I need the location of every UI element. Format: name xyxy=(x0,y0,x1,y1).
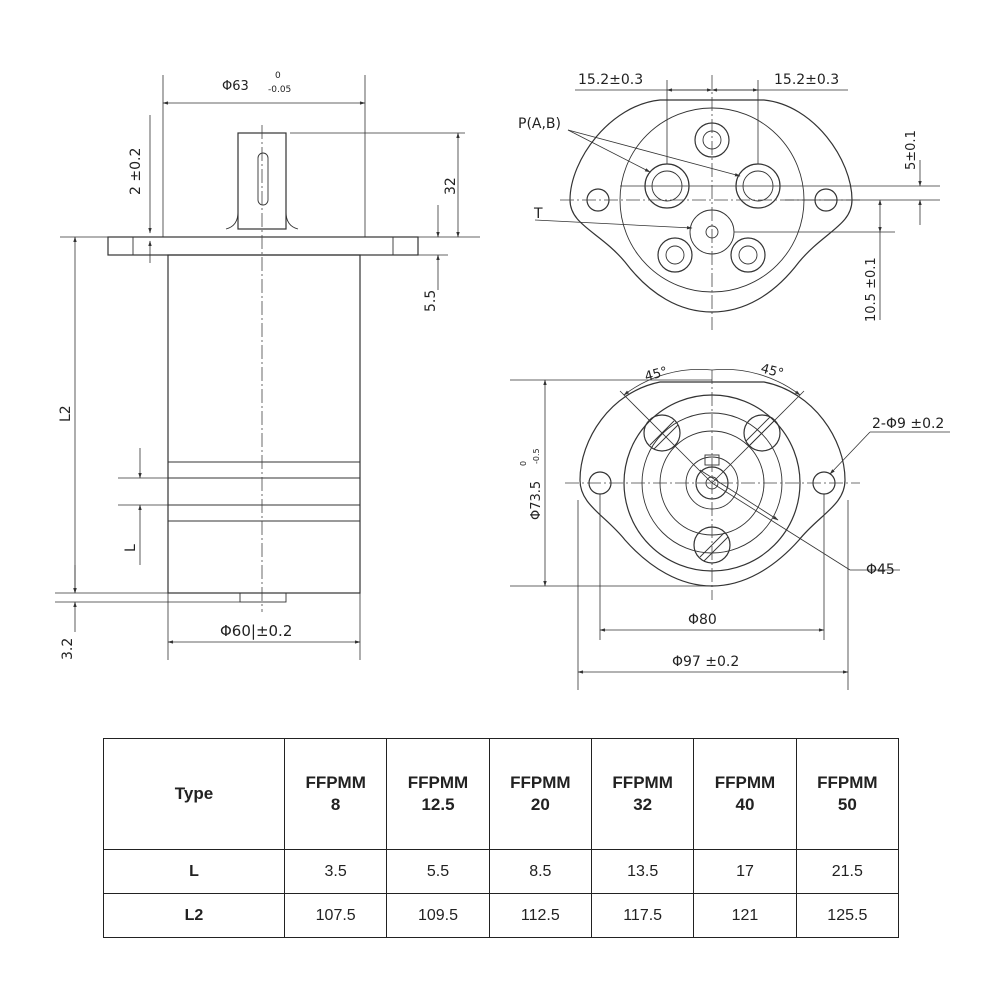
angle-right: 45° xyxy=(759,361,785,381)
dim-tank-vertical: 10.5 ±0.1 xyxy=(864,257,879,322)
table-cell: 17 xyxy=(693,849,797,894)
table-cell: 3.5 xyxy=(283,849,388,894)
table-cell: 117.5 xyxy=(590,893,695,938)
dim-flange-thickness: 5.5 xyxy=(423,290,439,312)
dim-shaft-length: 32 xyxy=(443,177,459,195)
type-cell: FFPMM 32 xyxy=(590,738,695,850)
table-row: L 3.5 5.5 8.5 13.5 17 21.5 xyxy=(103,849,900,894)
type-name: FFPMM 50 xyxy=(817,773,878,814)
type-name: FFPMM 20 xyxy=(510,773,571,814)
bolt-hole-upper-right xyxy=(743,414,781,452)
header-type-label: Type xyxy=(103,738,285,850)
table-header-row: Type FFPMM 8 FFPMM 12.5 FFPMM 20 FFPMM 3… xyxy=(103,738,900,850)
type-cell: FFPMM 40 xyxy=(693,738,797,850)
type-name: FFPMM 40 xyxy=(714,773,776,814)
dim-bolt-circle: Φ80 xyxy=(688,612,717,628)
dim-center-diameter: Φ45 xyxy=(866,562,895,578)
dim-body-length: L2 xyxy=(58,405,74,422)
table-cell: 21.5 xyxy=(795,849,900,894)
table-row: L2 107.5 109.5 112.5 117.5 121 125.5 xyxy=(103,893,900,938)
table-cell: 121 xyxy=(693,893,797,938)
table-cell: 107.5 xyxy=(283,893,388,938)
motor-body xyxy=(167,254,361,594)
label-ports: P(A,B) xyxy=(518,116,561,132)
flange xyxy=(107,236,419,256)
type-cell: FFPMM 50 xyxy=(795,738,900,850)
table-cell: 109.5 xyxy=(386,893,490,938)
table-cell: 125.5 xyxy=(795,893,900,938)
row-label: L xyxy=(103,849,285,894)
dim-spacer-length: L xyxy=(123,544,139,552)
bolt-hole-upper-left xyxy=(643,414,681,452)
dim-bottom-thickness: 3.2 xyxy=(60,638,76,660)
dim-top-tol-upper: 0 xyxy=(275,71,281,81)
bottom-plug xyxy=(239,592,287,603)
dim-port-vertical: 5±0.1 xyxy=(904,130,919,170)
dim-top-diameter: Φ63 xyxy=(222,79,249,94)
dim-key-offset: 2 ±0.2 xyxy=(128,148,144,195)
table-cell: 8.5 xyxy=(488,849,592,894)
row-label: L2 xyxy=(103,893,285,938)
type-cell: FFPMM 12.5 xyxy=(386,738,490,850)
side-view: Φ63 0 -0.05 2 ±0.2 32 5.5 L2 L 3.2 Φ60|±… xyxy=(55,71,480,660)
type-cell: FFPMM 8 xyxy=(283,738,388,850)
table-cell: 112.5 xyxy=(488,893,592,938)
dim-right-offset: 15.2±0.3 xyxy=(774,72,839,88)
type-cell: FFPMM 20 xyxy=(488,738,592,850)
table-cell: 13.5 xyxy=(590,849,695,894)
dim-left-offset: 15.2±0.3 xyxy=(578,72,643,88)
type-name: FFPMM 12.5 xyxy=(407,773,469,814)
top-flange-outline xyxy=(569,99,853,313)
angle-left: 45° xyxy=(643,364,669,384)
table-cell: 5.5 xyxy=(386,849,490,894)
type-name: FFPMM 32 xyxy=(612,773,673,814)
dim-overall-width: Φ97 ±0.2 xyxy=(672,654,739,670)
bottom-view: 45° 45° 2-Φ9 ±0.2 Φ73.5 0 -0.5 Φ45 Φ80 Φ… xyxy=(510,361,950,690)
top-view: 15.2±0.3 15.2±0.3 P(A,B) T 5±0.1 10.5 ±0… xyxy=(518,72,940,330)
dim-holes: 2-Φ9 ±0.2 xyxy=(872,416,944,432)
dim-top-tol-lower: -0.05 xyxy=(268,85,291,95)
spec-table: Type FFPMM 8 FFPMM 12.5 FFPMM 20 FFPMM 3… xyxy=(103,738,900,938)
dim-pilot-diameter: Φ73.5 xyxy=(529,481,544,520)
dim-body-diameter: Φ60|±0.2 xyxy=(220,622,292,640)
dim-pilot-tol-lower: -0.5 xyxy=(532,448,541,464)
shaft-keyway xyxy=(257,152,269,206)
technical-drawing: Φ63 0 -0.05 2 ±0.2 32 5.5 L2 L 3.2 Φ60|±… xyxy=(55,71,950,690)
type-name: FFPMM 8 xyxy=(305,773,366,814)
shaft-fillet xyxy=(225,211,299,230)
label-tank: T xyxy=(533,206,543,222)
dim-pilot-tol-upper: 0 xyxy=(519,461,528,466)
